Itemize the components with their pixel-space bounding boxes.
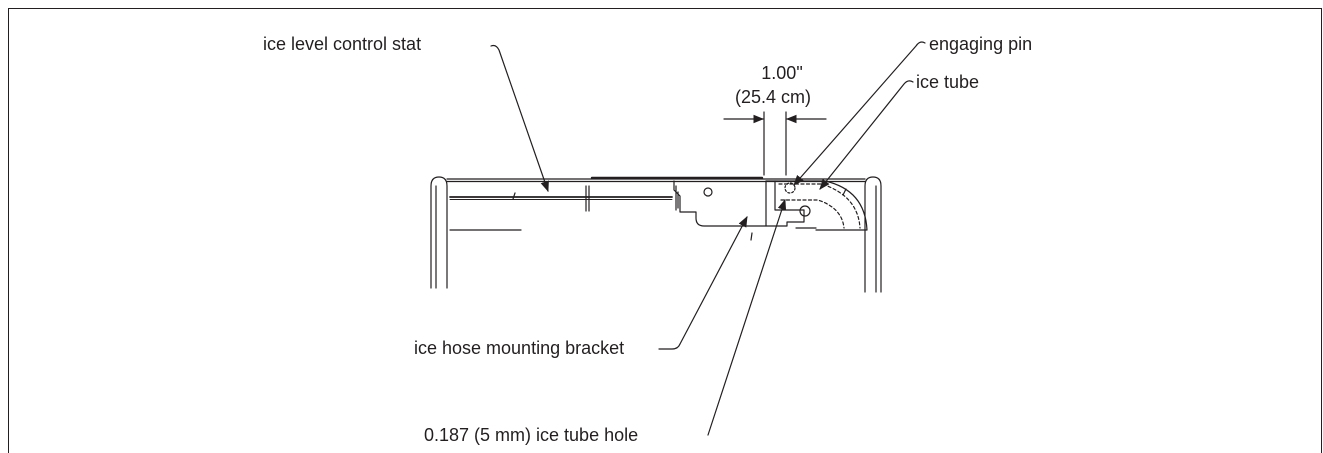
label-ice-tube: ice tube (916, 72, 980, 92)
ice-tube-assembly (765, 180, 868, 231)
label-ice-hose-mounting-bracket: ice hose mounting bracket (414, 338, 625, 358)
label-ice-tube-hole: 0.187 (5 mm) ice tube hole (424, 425, 639, 445)
label-dimension-inches: 1.00" (761, 63, 803, 83)
leader-ice-level-control-stat (490, 44, 549, 193)
left-wall (430, 176, 448, 289)
right-wall (864, 176, 882, 293)
leader-ice-tube-hole (707, 198, 787, 436)
label-dimension-cm: (25.4 cm) (734, 87, 812, 107)
control-stat-rod (449, 185, 673, 231)
dimension-1in (723, 111, 827, 176)
mounting-bracket (673, 180, 805, 227)
leader-ice-hose-mounting-bracket (658, 216, 748, 350)
diagram-frame (8, 8, 1322, 453)
label-engaging-pin: engaging pin (929, 34, 1033, 54)
label-ice-level-control-stat: ice level control stat (263, 34, 422, 54)
leader-engaging-pin (793, 41, 926, 186)
leader-ice-tube (819, 80, 914, 190)
